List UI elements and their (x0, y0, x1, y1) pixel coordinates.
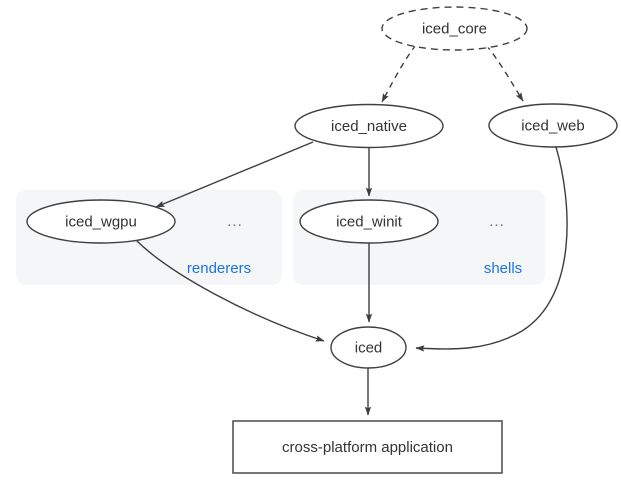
node-iced_native-shape[interactable] (294, 103, 444, 149)
node-iced-shape[interactable] (330, 326, 407, 369)
node-iced_native[interactable]: iced_native (294, 103, 444, 149)
cluster-renderers-label: renderers (187, 260, 251, 277)
node-iced_web-label: iced_web (521, 117, 584, 134)
node-iced_native-label: iced_native (331, 118, 407, 135)
node-iced_web[interactable]: iced_web (488, 103, 618, 148)
edge-iced_wgpu-to-iced (135, 239, 325, 342)
node-iced_wgpu-label: iced_wgpu (65, 213, 137, 230)
edge-iced_core-to-iced_web (485, 44, 524, 102)
edge-iced_core-to-iced_native (381, 44, 417, 103)
node-application[interactable]: cross-platform application (232, 420, 503, 474)
edge-iced_native-to-iced_wgpu (155, 141, 314, 208)
node-iced-label: iced (355, 339, 383, 356)
node-iced_winit[interactable]: iced_winit (299, 199, 439, 244)
node-iced_core[interactable]: iced_core (381, 6, 528, 51)
node-iced_winit-label: iced_winit (336, 213, 403, 230)
edge-iced_web-to-iced (415, 146, 568, 352)
node-iced_winit-shape[interactable] (299, 199, 439, 244)
node-iced_core-label: iced_core (422, 20, 487, 37)
node-iced_wgpu-shape[interactable] (26, 199, 176, 244)
node-iced[interactable]: iced (330, 326, 407, 369)
cluster-shells-ellipsis: ... (489, 213, 505, 230)
node-iced_core-shape[interactable] (381, 6, 528, 51)
node-application-shape[interactable] (232, 420, 503, 474)
node-application-label: cross-platform application (282, 439, 453, 456)
cluster-renderers-ellipsis: ... (227, 213, 243, 230)
node-iced_web-shape[interactable] (488, 103, 618, 148)
cluster-shells-label: shells (484, 260, 522, 277)
node-iced_wgpu[interactable]: iced_wgpu (26, 199, 176, 244)
